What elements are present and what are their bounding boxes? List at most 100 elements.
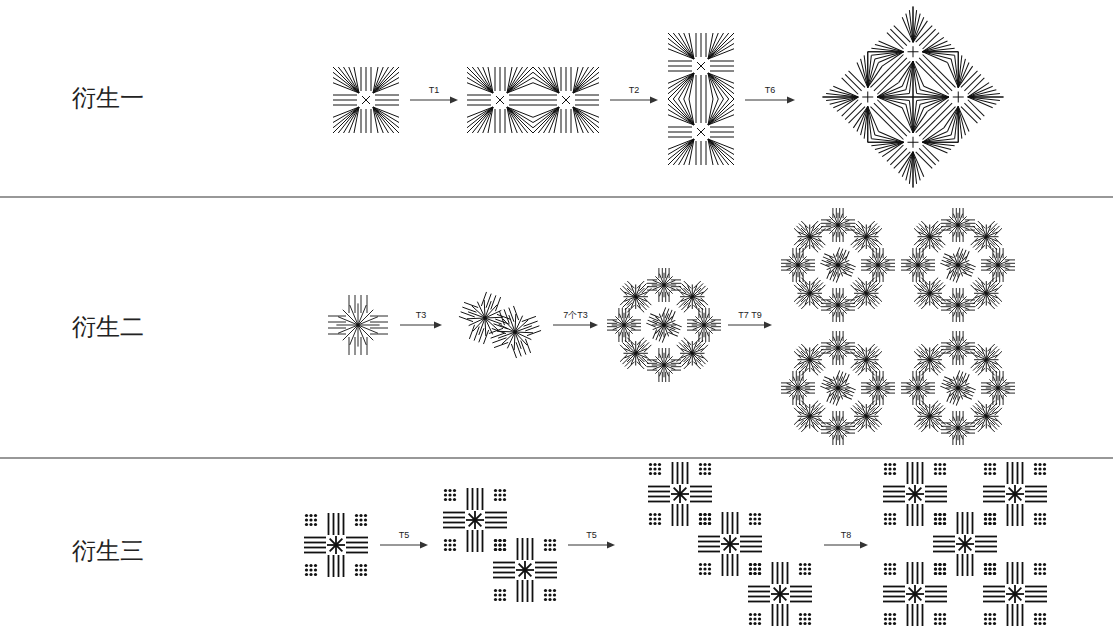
motif-line [978,408,987,417]
motif-line [838,348,843,359]
motif-line [885,270,895,271]
motif-line [533,72,559,93]
motif-line [850,107,882,139]
motif-line [941,223,951,224]
motif-line [801,221,808,228]
motif-line [838,220,849,225]
motif-line [525,339,530,353]
motif-line [885,389,895,390]
motif-line [959,208,960,218]
motif-line [838,225,843,236]
motif-line [671,290,681,291]
motif-line [995,228,1002,235]
motif-line [668,66,692,67]
motif-tile [647,268,681,302]
motif-line [562,96,570,104]
motif-line [361,337,362,355]
motif-line [806,348,817,359]
motif-line [696,33,697,57]
motif-line [992,395,993,405]
motif-line [998,379,1007,388]
motif-line [908,46,919,57]
motif-line [701,141,702,165]
motif-tile [781,248,815,282]
motif-line [975,408,986,419]
motif-line [636,350,647,361]
motif-line [958,225,963,236]
motif-line [931,425,938,432]
motif-line [913,254,918,265]
motif-line [467,312,485,324]
motif-line [975,229,986,240]
motif-line [708,104,734,125]
motif-line [944,107,976,139]
motif-line [781,259,791,260]
motif-line [952,331,953,341]
motif-line [361,109,362,133]
motif-line [1005,259,1015,260]
motif-line [575,105,599,106]
motif-line [866,356,877,367]
motif-tile [941,331,975,365]
motif-line [958,305,967,314]
motif-line [925,266,935,267]
motif-line [913,377,918,388]
motif-line [940,107,976,143]
motif-line [868,34,904,70]
motif-line [866,408,877,419]
motif-line [503,316,515,334]
motif-line [875,238,882,245]
motif-line [830,79,858,107]
motif-line [941,422,951,423]
motif-line [843,288,844,298]
motif-line [941,433,951,434]
motif-line [875,408,882,415]
motif-line [653,285,664,290]
motif-line [845,422,855,423]
motif-line [989,256,998,265]
motif-line [671,283,681,284]
motif-line [918,260,929,265]
motif-line [496,96,504,104]
motif-tile [607,308,641,342]
motif-line [624,293,635,304]
motif-line [949,225,958,234]
motif-line [343,325,358,340]
motif-line [878,388,887,397]
motif-line [930,293,939,302]
motif-line [965,303,975,304]
motif-line [695,316,704,325]
motif-line [494,342,508,347]
motif-line [923,132,951,160]
motif-line [981,393,991,394]
motif-line [858,237,867,246]
motif-line [921,351,930,360]
motif-line [999,395,1000,405]
motif-line [981,382,991,383]
motif-tile [821,288,855,322]
motif-line [839,312,840,322]
motif-line [810,237,819,246]
motif-line [669,372,670,382]
motif-line [858,245,865,252]
motif-line [908,46,919,57]
motif-line [845,74,861,90]
motif-line [838,380,849,391]
motif-line [845,103,861,119]
motif-line [968,83,1000,115]
motif-line [373,72,399,93]
motif-tile [842,269,890,317]
motif-line [358,310,373,325]
motif-line [665,348,666,358]
motif-line [968,86,996,114]
motif-line [827,305,838,310]
motif-line [878,383,889,388]
motif-line [912,395,913,405]
motif-line [901,393,911,394]
motif-line [940,59,968,87]
motif-line [918,383,929,388]
motif-line [826,79,858,111]
motif-line [952,208,953,218]
motif-line [697,128,705,136]
motif-line [978,293,989,304]
